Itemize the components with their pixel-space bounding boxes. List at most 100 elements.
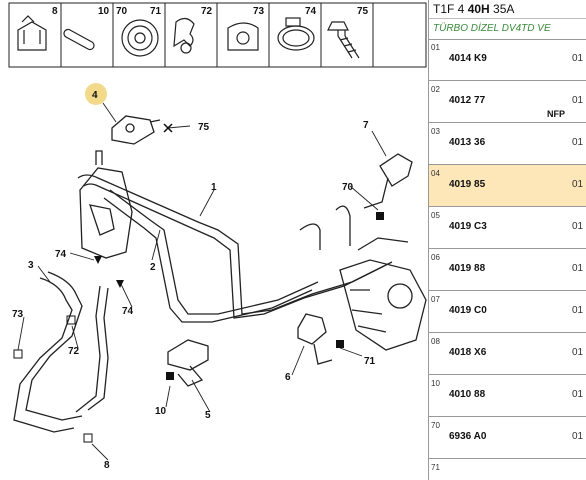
engine-subtitle: TÜRBO DİZEL DV4TD VE: [429, 19, 586, 40]
marker-8: [83, 433, 93, 443]
marker-75: [163, 123, 173, 133]
marker-10: [166, 372, 174, 380]
callout-4: 4: [92, 90, 98, 101]
callout-labels: 4 1 2 3 5 6 7 8 10 70 71 72 73 74 74 75: [12, 83, 376, 471]
part-quantity: 01: [572, 305, 584, 316]
sleeve-thumbnail-icon: [63, 28, 95, 51]
part-note: NFP: [547, 109, 565, 119]
callout-8: 8: [104, 460, 110, 471]
part-row[interactable]: 01 4014 K9 01: [429, 39, 586, 81]
part-position: 07: [431, 295, 440, 304]
part-quantity: 01: [572, 347, 584, 358]
marker-70: [376, 212, 384, 220]
part-row[interactable]: 05 4019 C3 01: [429, 207, 586, 249]
hose-clip-thumbnail-icon: [173, 17, 195, 54]
part-reference: 4018 X6: [449, 347, 487, 358]
hose-clamp-thumbnail-icon: [277, 17, 315, 51]
part-quantity: 01: [572, 389, 584, 400]
callout-2: 2: [150, 262, 156, 273]
part-reference: 4014 K9: [449, 53, 487, 64]
thumb-num-10: 10: [98, 6, 110, 17]
bracket-7: [363, 153, 413, 209]
marker-74b: [116, 280, 124, 288]
bracket-clamp-thumbnail-icon: [227, 22, 259, 51]
ref-prefix: T1F 4: [433, 2, 465, 16]
steering-rack: [339, 259, 427, 351]
pump-body: [79, 150, 133, 259]
bracket-4: [111, 115, 161, 145]
bracket-6: [297, 313, 333, 365]
callout-71: 71: [364, 356, 376, 367]
part-row-selected[interactable]: 04 4019 85 01: [429, 165, 586, 207]
part-reference: 4019 C3: [449, 221, 487, 232]
part-quantity: 01: [572, 431, 584, 442]
clip-thumbnail-icon: [17, 15, 47, 51]
part-position: 01: [431, 43, 440, 52]
marker-73: [13, 349, 23, 359]
thumb-num-73: 73: [253, 6, 265, 17]
part-reference: 4019 88: [449, 263, 486, 274]
markers: [13, 123, 384, 443]
part-quantity: 01: [572, 263, 584, 274]
pipe-connector-top: [299, 205, 409, 251]
part-row[interactable]: 06 4019 88 01: [429, 249, 586, 291]
callout-1: 1: [211, 182, 217, 193]
part-quantity: 01: [572, 53, 584, 64]
hose-right-branch: [75, 285, 109, 413]
part-reference: 4013 36: [449, 137, 486, 148]
part-row[interactable]: 10 4010 88 01: [429, 375, 586, 417]
callout-72: 72: [68, 346, 80, 357]
part-row[interactable]: 08 4018 X6 01: [429, 333, 586, 375]
callout-3: 3: [28, 260, 34, 271]
ref-bold: 40H: [467, 2, 490, 16]
part-reference: 4019 C0: [449, 305, 487, 316]
hose-3: [13, 271, 83, 433]
part-reference: 4019 85: [449, 179, 486, 190]
part-quantity: 01: [572, 95, 584, 106]
part-row[interactable]: 07 4019 C0 01: [429, 291, 586, 333]
callout-5: 5: [205, 410, 211, 421]
pipe-1: [77, 174, 393, 319]
part-position: 08: [431, 337, 440, 346]
part-position: 10: [431, 379, 440, 388]
part-reference: 4010 88: [449, 389, 486, 400]
part-reference: 4012 77: [449, 95, 486, 106]
part-quantity: 01: [572, 221, 584, 232]
thumbnail-numbers: 8 10 70 71 72 73 74 75: [52, 6, 369, 17]
part-position: 70: [431, 421, 440, 430]
thumb-num-70: 70: [116, 6, 128, 17]
part-position: 71: [431, 463, 440, 472]
parts-rows: 01 4014 K9 01 02 4012 77 01 NFP 03 4013 …: [429, 39, 586, 472]
part-quantity: 01: [572, 179, 584, 190]
ref-suffix: 35A: [493, 2, 515, 16]
callout-7: 7: [363, 120, 369, 131]
leader-lines: [17, 102, 387, 461]
callout-4-circle: [85, 83, 107, 105]
part-position: 06: [431, 253, 440, 262]
diagram-reference: T1F 4 40H 35A: [429, 0, 586, 19]
part-quantity: 01: [572, 137, 584, 148]
part-row[interactable]: 02 4012 77 01 NFP: [429, 81, 586, 123]
pipe-2: [103, 189, 319, 323]
thumb-num-75: 75: [357, 6, 369, 17]
part-position: 03: [431, 127, 440, 136]
marker-72: [66, 315, 76, 325]
thumbnail-strip: [8, 2, 427, 68]
thumb-num-8: 8: [52, 6, 58, 17]
thumb-num-71: 71: [150, 6, 162, 17]
marker-71: [336, 340, 344, 348]
bracket-5: [167, 339, 209, 387]
part-row[interactable]: 03 4013 36 01: [429, 123, 586, 165]
part-position: 05: [431, 211, 440, 220]
exploded-diagram: 8 10 70 71 72 73 74 75: [8, 2, 427, 471]
part-reference: 6936 A0: [449, 431, 487, 442]
callout-74-left: 74: [55, 249, 67, 260]
part-row[interactable]: 70 6936 A0 01: [429, 417, 586, 459]
part-row[interactable]: 71: [429, 459, 586, 472]
thumb-num-74: 74: [305, 6, 317, 17]
thumb-num-72: 72: [201, 6, 213, 17]
part-position: 02: [431, 85, 440, 94]
grommet-thumbnail-icon: [121, 19, 159, 57]
bolt-thumbnail-icon: [327, 21, 360, 59]
callout-10: 10: [155, 406, 167, 417]
